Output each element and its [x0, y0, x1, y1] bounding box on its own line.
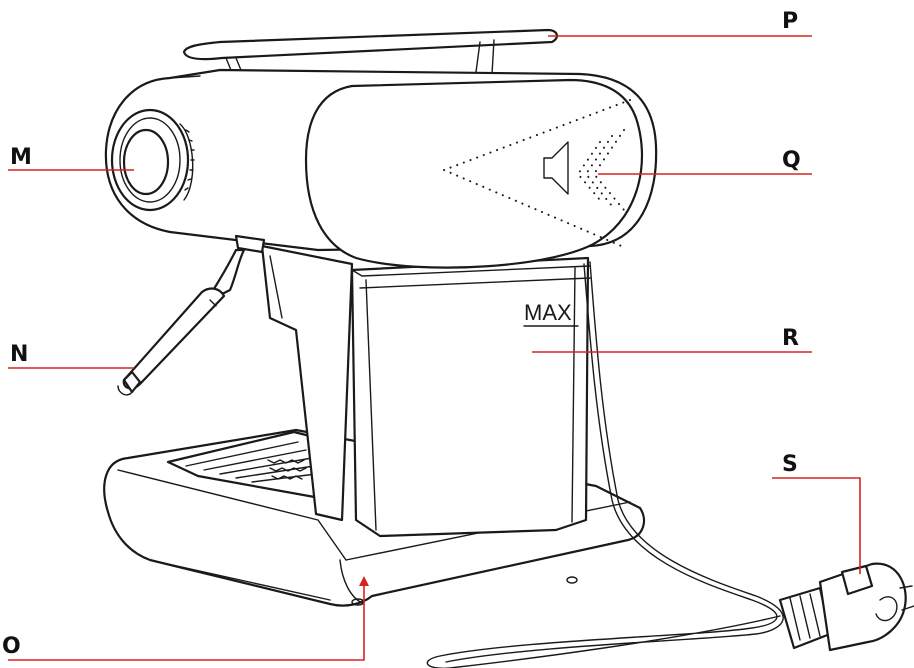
power-plug: [778, 562, 914, 652]
leader-o: [8, 582, 365, 661]
callout-label-n: N: [10, 342, 28, 367]
column-body: [260, 244, 354, 522]
callout-leaders: [8, 35, 861, 661]
callout-label-p: P: [782, 9, 798, 34]
water-tank: MAX: [350, 256, 591, 538]
drip-tray: [166, 430, 322, 500]
arrow-o: [359, 576, 369, 586]
machine-head: [104, 68, 658, 269]
callout-labels: M N O P Q R S: [2, 9, 801, 659]
power-cord: [426, 261, 784, 668]
callout-label-r: R: [782, 326, 799, 351]
callout-label-q: Q: [782, 148, 801, 173]
steam-wand: [117, 234, 266, 396]
tank-max-marking: MAX: [524, 300, 572, 325]
callout-label-s: S: [782, 452, 798, 477]
speaker-icon: [441, 99, 631, 249]
espresso-machine-illustration: MAX: [103, 28, 914, 668]
callout-label-m: M: [10, 145, 32, 170]
callout-label-o: O: [2, 634, 21, 659]
front-dial: [110, 108, 195, 212]
leader-s: [772, 477, 861, 574]
